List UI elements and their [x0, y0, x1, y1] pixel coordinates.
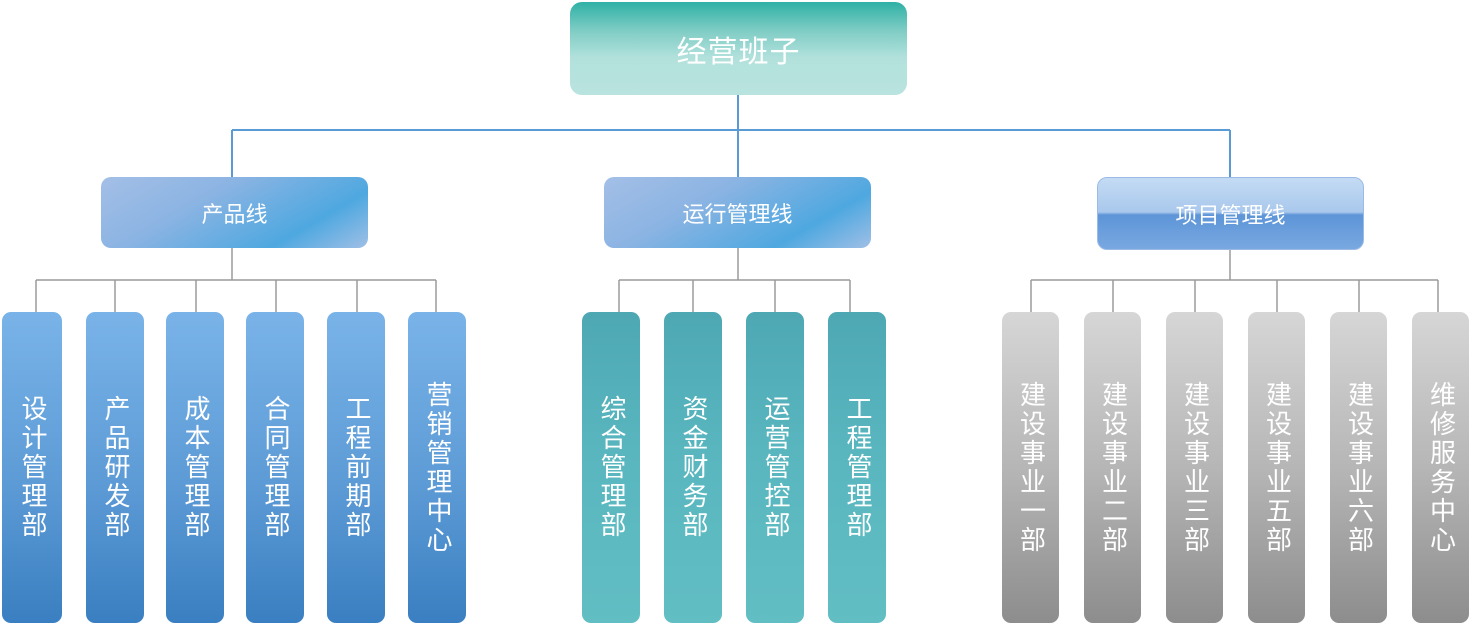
dept-label: 维修服务中心 [1425, 380, 1456, 555]
dept-maintenance-center: 维修服务中心 [1412, 312, 1469, 623]
dept-label: 建设事业五部 [1261, 380, 1292, 555]
product-line-node: 产品线 [101, 177, 368, 248]
dept-construction-5: 建设事业五部 [1248, 312, 1305, 623]
dept-construction-2: 建设事业二部 [1084, 312, 1141, 623]
dept-label: 营销管理中心 [422, 380, 452, 555]
dept-design-management: 设计管理部 [2, 312, 62, 623]
project-line-label: 项目管理线 [1175, 203, 1286, 229]
dept-construction-3: 建设事业三部 [1166, 312, 1223, 623]
project-line-node: 项目管理线 [1097, 177, 1364, 250]
dept-contract-management: 合同管理部 [246, 312, 304, 623]
dept-label: 工程管理部 [842, 395, 872, 540]
dept-label: 合同管理部 [260, 395, 290, 540]
dept-finance: 资金财务部 [664, 312, 722, 623]
dept-general-management: 综合管理部 [582, 312, 640, 623]
root-node: 经营班子 [570, 2, 907, 95]
product-line-label: 产品线 [201, 202, 268, 228]
operations-line-label: 运行管理线 [682, 202, 793, 228]
dept-label: 产品研发部 [100, 395, 130, 540]
dept-label: 设计管理部 [17, 395, 47, 540]
dept-label: 工程前期部 [341, 395, 371, 540]
dept-label: 建设事业六部 [1343, 380, 1374, 555]
dept-label: 资金财务部 [678, 395, 708, 540]
dept-product-development: 产品研发部 [86, 312, 144, 623]
dept-construction-6: 建设事业六部 [1330, 312, 1387, 623]
dept-cost-management: 成本管理部 [166, 312, 224, 623]
dept-construction-1: 建设事业一部 [1002, 312, 1059, 623]
dept-engineering-management: 工程管理部 [828, 312, 886, 623]
dept-label: 建设事业三部 [1179, 380, 1210, 555]
root-label: 经营班子 [676, 34, 801, 70]
dept-marketing-center: 营销管理中心 [408, 312, 466, 623]
dept-label: 建设事业二部 [1097, 380, 1128, 555]
dept-label: 建设事业一部 [1015, 380, 1046, 555]
dept-preliminary-engineering: 工程前期部 [327, 312, 385, 623]
dept-label: 综合管理部 [596, 395, 626, 540]
operations-line-node: 运行管理线 [604, 177, 871, 248]
dept-label: 运营管控部 [760, 395, 790, 540]
dept-operations-control: 运营管控部 [746, 312, 804, 623]
dept-label: 成本管理部 [180, 395, 210, 540]
